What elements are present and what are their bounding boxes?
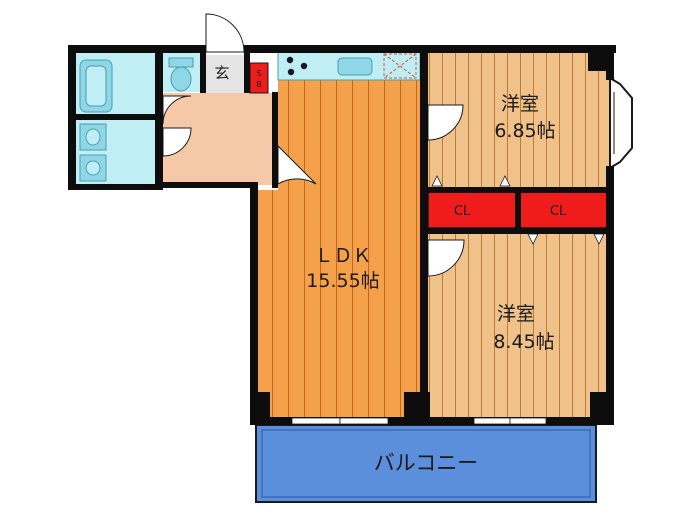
- washing-machine-icon: [79, 154, 107, 182]
- entrance-label: 玄: [214, 64, 229, 82]
- bay-window: [609, 76, 633, 170]
- closet-left: [427, 191, 517, 229]
- room-2-door: [427, 239, 465, 277]
- ldk-room: [256, 80, 422, 420]
- western-room-2-area: 8.45帖: [493, 331, 554, 353]
- toilet-door: [162, 95, 192, 125]
- balcony-label: バルコニー: [374, 451, 479, 475]
- shoe-box-s: S: [256, 69, 261, 78]
- western-room-1-name: 洋室: [501, 93, 539, 115]
- walls: [68, 45, 616, 425]
- closet-right-label: CL: [550, 204, 567, 219]
- closet-door-markers: [431, 175, 605, 245]
- ldk-door: [277, 144, 317, 185]
- western-room-2-name: 洋室: [497, 303, 535, 325]
- ldk-name: ＬＤＫ: [314, 245, 371, 267]
- room-1-door: [427, 104, 464, 141]
- closet-left-label: CL: [454, 204, 471, 219]
- ldk-area: 15.55帖: [306, 270, 379, 292]
- kitchen-stove-icon: [286, 56, 308, 76]
- entrance-door: [205, 13, 245, 53]
- genkan: [206, 55, 246, 93]
- balcony-windows: [291, 417, 547, 425]
- shoe-box-b: B: [256, 80, 262, 89]
- balcony: [255, 424, 597, 503]
- toilet-icon: [168, 57, 194, 92]
- washroom-door: [162, 127, 192, 157]
- kitchen-sink-icon: [337, 57, 373, 76]
- western-room-1-area: 6.85帖: [494, 120, 555, 142]
- western-room-2: [428, 232, 610, 420]
- refrigerator-space-icon: [383, 53, 417, 79]
